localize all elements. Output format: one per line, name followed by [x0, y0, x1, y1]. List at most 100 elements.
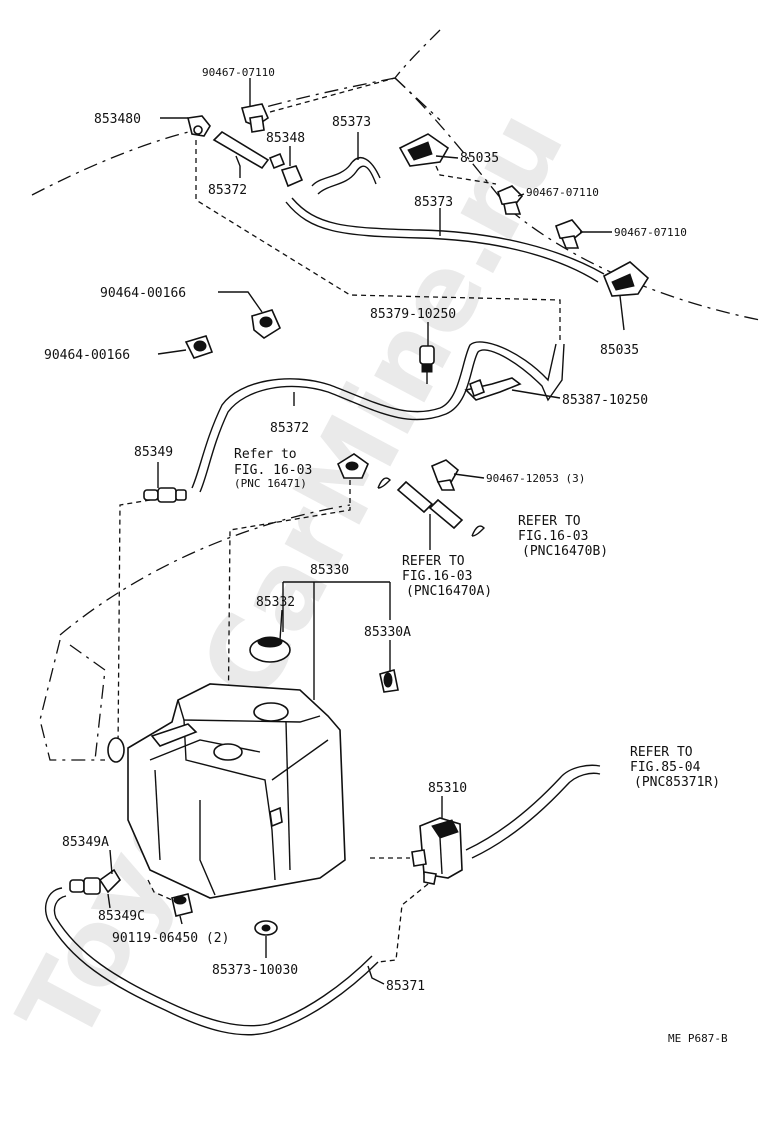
label-refer-d-line1: REFER TO — [630, 745, 693, 760]
label-90464-00166-a: 90464-00166 — [100, 286, 186, 301]
figure-code: ME P687-B — [668, 1032, 728, 1045]
dashed-clip-link — [269, 77, 396, 113]
dashed-bolt-link — [147, 879, 173, 901]
label-85310: 85310 — [428, 781, 467, 796]
label-90467-12053: 90467-12053 (3) — [486, 472, 585, 485]
dashed-nozzle-link — [435, 165, 497, 185]
pump-85310 — [411, 817, 463, 885]
hose-85373-short-a — [311, 157, 381, 187]
cut-mark-b — [471, 525, 485, 537]
nozzle-85035-lower — [602, 261, 650, 297]
cowl-outline — [261, 77, 396, 109]
grommet-90464-00166-a — [251, 309, 282, 339]
leader-85349C — [107, 893, 111, 909]
check-valve-85379-10250 — [419, 345, 435, 384]
bolt-90119-06450 — [171, 893, 193, 917]
cowl-edge — [394, 77, 441, 121]
hose-pnc85371r-a — [465, 764, 601, 851]
label-85330A: 85330A — [364, 625, 411, 640]
label-85332: 85332 — [256, 595, 295, 610]
reservoir-tank-85330 — [107, 683, 346, 899]
leader-85035-a — [435, 155, 459, 159]
hose-85373-long-a — [285, 201, 599, 283]
label-90467-07110-top: 90467-07110 — [202, 66, 275, 79]
label-refer-a-line2: FIG. 16-03 — [234, 463, 312, 478]
label-85349: 85349 — [134, 445, 173, 460]
label-refer-d-line3: (PNC85371R) — [634, 775, 720, 790]
joint-85349 — [143, 487, 187, 503]
leader-85371 — [367, 965, 385, 985]
connector-85348 — [268, 152, 304, 188]
dashed-pump-hose — [377, 883, 429, 963]
label-refer-c-line1: REFER TO — [402, 554, 465, 569]
leader-85349A — [109, 849, 113, 875]
label-85373-10030: 85373-10030 — [212, 963, 298, 978]
fender-inner-outline — [39, 639, 106, 761]
dashed-route-left — [117, 499, 151, 751]
grommet-90464-00166-b — [184, 335, 214, 359]
label-refer-c-line3: (PNC16470A) — [406, 584, 492, 599]
hose-85372-long-b — [199, 343, 565, 493]
hood-outline-left — [31, 127, 206, 196]
label-refer-a-line3: (PNC 16471) — [234, 477, 307, 490]
hose-pnc16470a — [396, 480, 434, 514]
clip-90467-07110-top — [240, 103, 269, 133]
hose-85372-long-a — [191, 341, 557, 489]
label-85348: 85348 — [266, 131, 305, 146]
label-90464-00166-b: 90464-00166 — [44, 348, 130, 363]
grommet-pnc16471 — [336, 453, 369, 479]
joint-85349A — [69, 868, 122, 895]
label-85372-b: 85372 — [270, 421, 309, 436]
leader-90467-07110-b — [517, 193, 525, 197]
label-refer-b-line2: FIG.16-03 — [518, 529, 588, 544]
hose-85371-b — [53, 895, 373, 1027]
hose-pnc16470b — [428, 498, 464, 530]
label-90467-07110-mid: 90467-07110 — [526, 186, 599, 199]
label-85387-10250: 85387-10250 — [562, 393, 648, 408]
leader-85372-a — [235, 155, 241, 178]
nozzle-85035-upper — [398, 133, 450, 167]
leader-90467-12053 — [453, 473, 485, 479]
label-85373-b: 85373 — [414, 195, 453, 210]
leader-85387 — [511, 389, 561, 399]
grommet-85373-10030 — [254, 920, 278, 936]
cap-85332 — [249, 636, 291, 663]
hose-85371-a — [44, 887, 379, 1036]
clip-90467-07110-mid — [497, 185, 524, 215]
hose-85373-long-b — [291, 197, 605, 275]
label-85330: 85330 — [310, 563, 349, 578]
clamp-85387-10250 — [464, 377, 522, 401]
label-85349C: 85349C — [98, 909, 145, 924]
label-85349A: 85349A — [62, 835, 109, 850]
label-853480: 853480 — [94, 112, 141, 127]
label-refer-b-line1: REFER TO — [518, 514, 581, 529]
grommet-85330A — [379, 668, 399, 693]
clip-90467-07110-right — [554, 219, 584, 249]
leader-85332 — [279, 609, 283, 641]
hose-85373-short-b — [317, 165, 377, 195]
hose-pnc85371r-b — [471, 772, 601, 859]
label-85373-a: 85373 — [332, 115, 371, 130]
watermark-text: ToyotaCarMine.ru — [0, 91, 588, 1061]
clip-90467-12053 — [430, 459, 460, 491]
hose-85372-short — [212, 130, 270, 170]
label-85035-b: 85035 — [600, 343, 639, 358]
leader-90464-b — [157, 349, 187, 355]
label-85371: 85371 — [386, 979, 425, 994]
label-85372-a: 85372 — [208, 183, 247, 198]
label-refer-b-line3: (PNC16470B) — [522, 544, 608, 559]
label-refer-d-line2: FIG.85-04 — [630, 760, 701, 775]
label-90467-07110-right: 90467-07110 — [614, 226, 687, 239]
dashed-route-upper — [195, 140, 561, 340]
dashed-route-center — [227, 480, 351, 741]
cut-mark-a — [377, 477, 391, 489]
label-refer-a-line1: Refer to — [234, 447, 297, 462]
leader-85035-b — [619, 295, 625, 331]
leader-90464-a — [218, 291, 263, 313]
leader-85330 — [282, 581, 391, 700]
leader-90119 — [179, 915, 183, 925]
joint-853480 — [187, 115, 211, 137]
label-refer-c-line2: FIG.16-03 — [402, 569, 472, 584]
